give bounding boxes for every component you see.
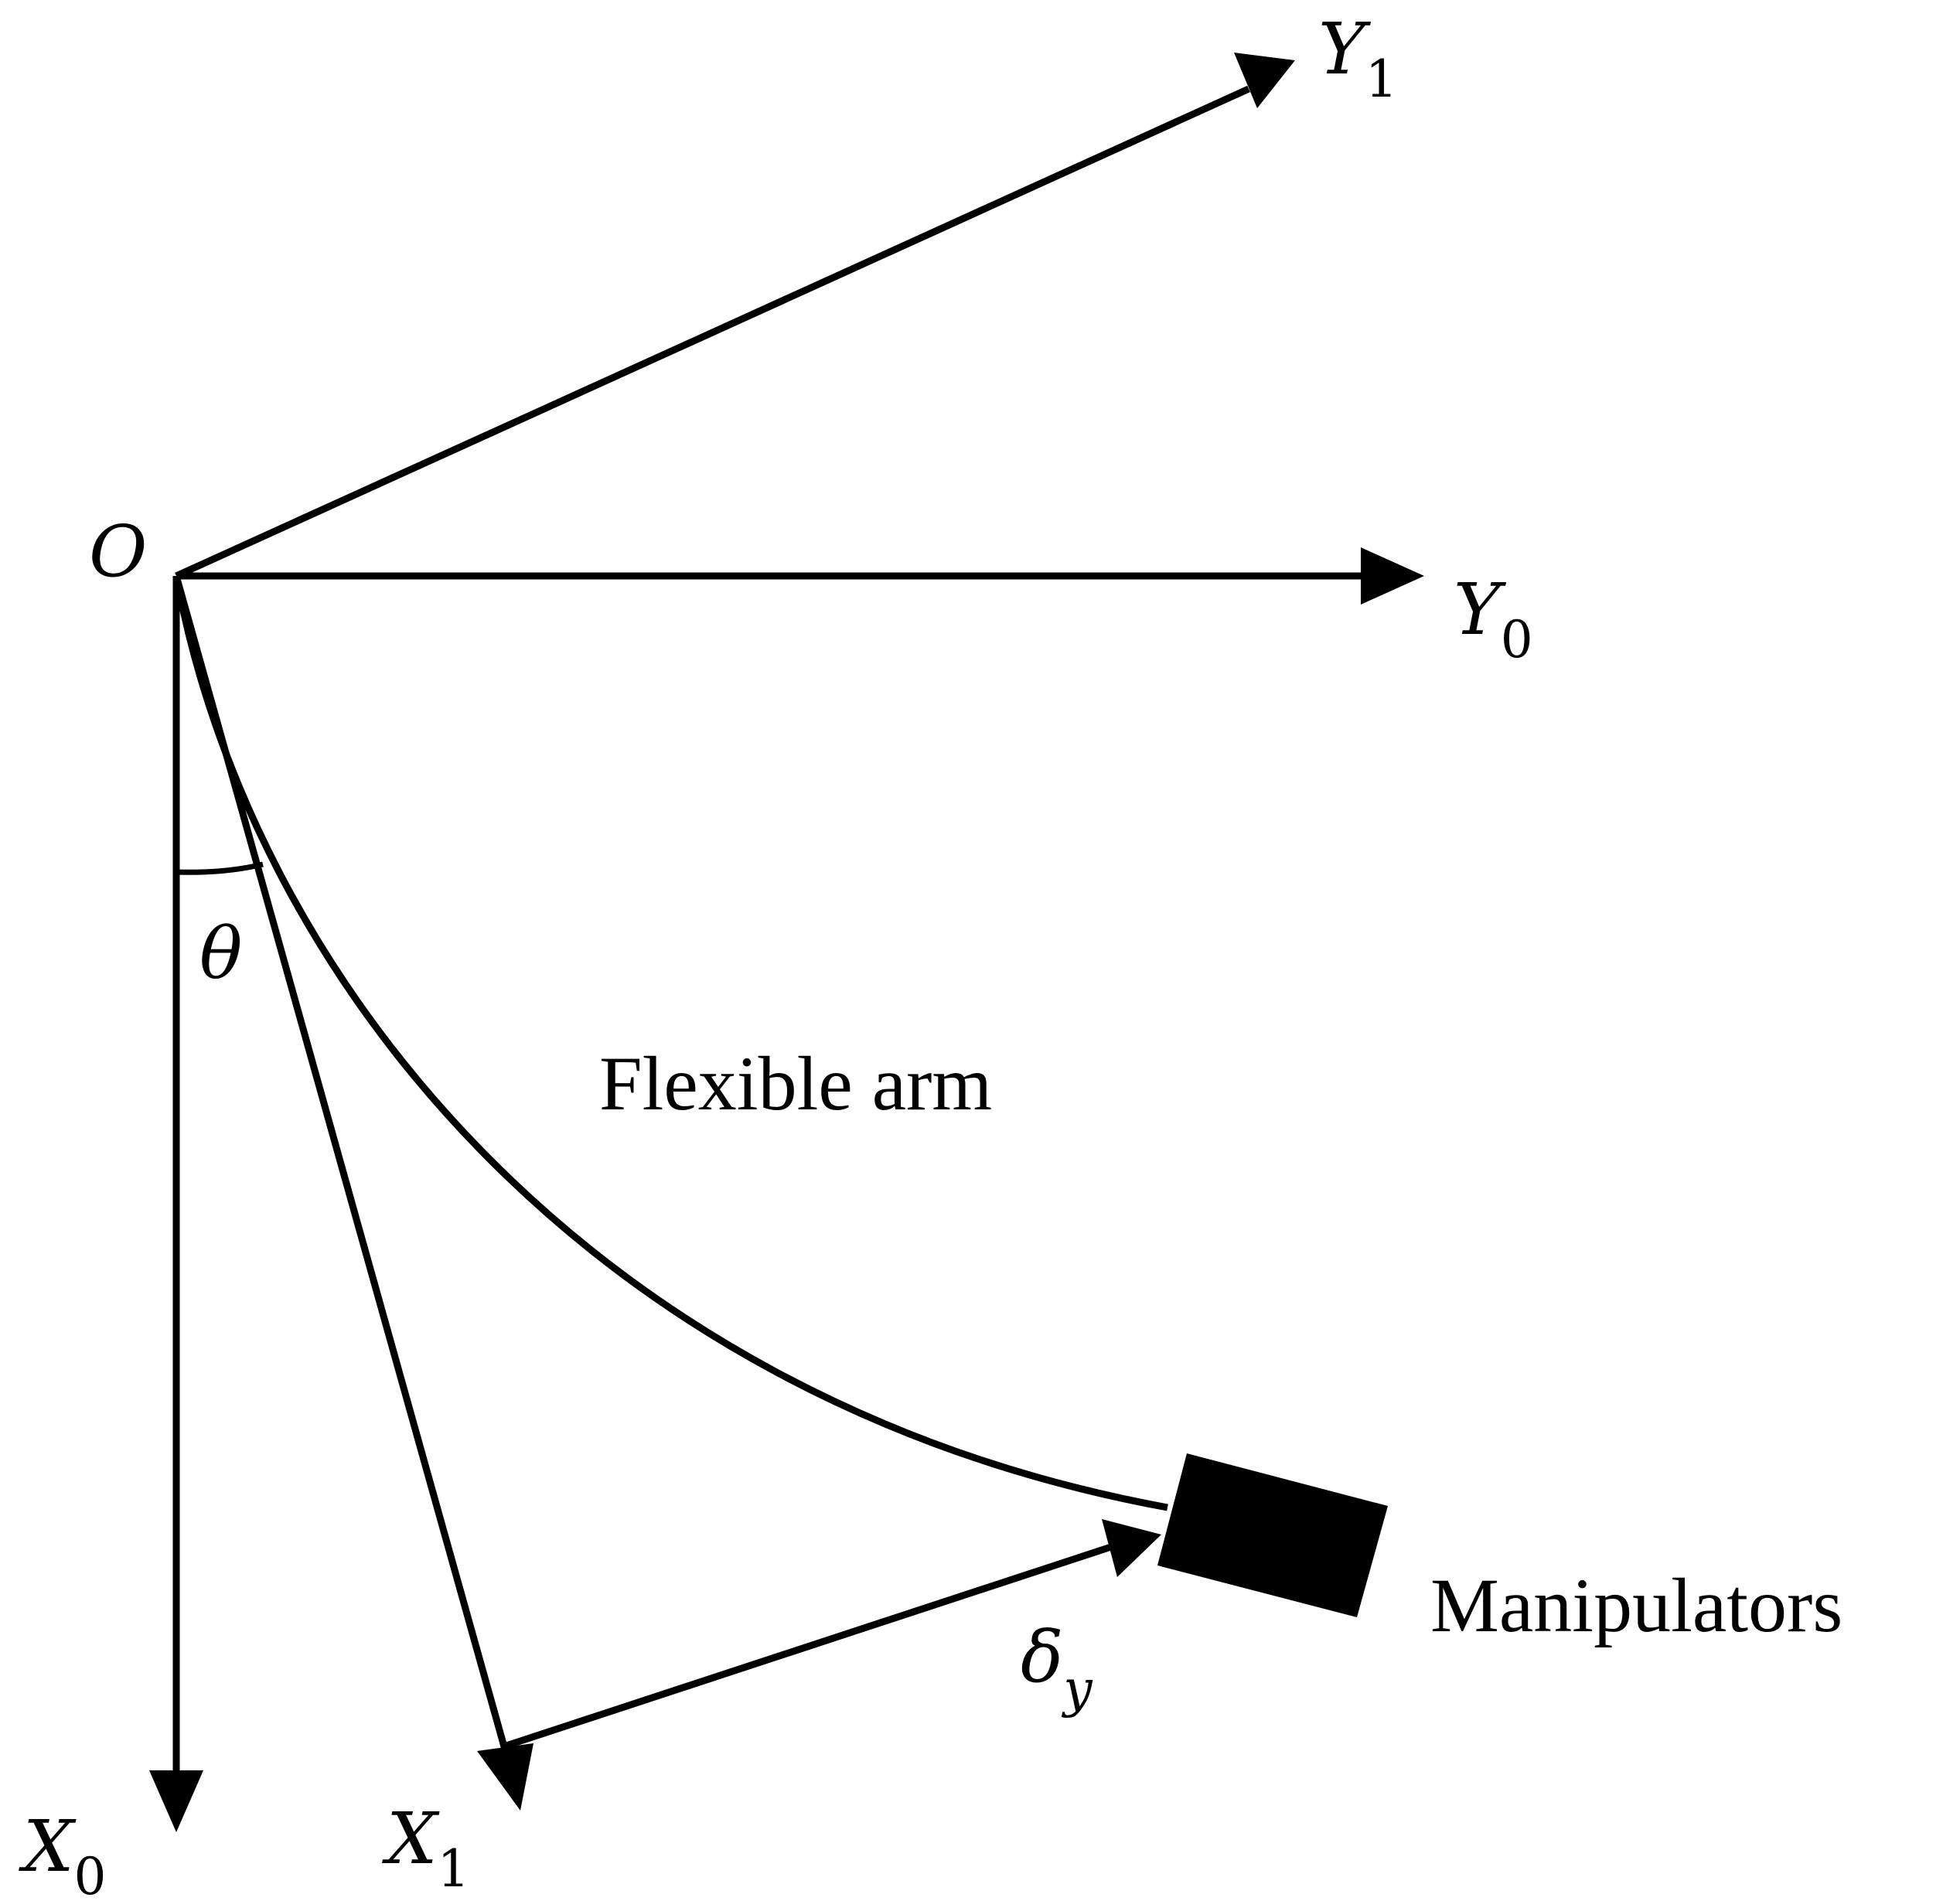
deflection-arrowhead <box>1102 1519 1161 1577</box>
y0-axis-label: Y0 <box>1454 568 1533 669</box>
theta-arc <box>176 861 264 875</box>
y1-axis-arrowhead <box>1234 53 1295 108</box>
manipulator-block <box>1157 1453 1388 1617</box>
x1-axis-label: X1 <box>382 1797 470 1899</box>
origin-label: O <box>89 510 147 593</box>
x1-axis-arrowhead <box>477 1743 533 1811</box>
y1-axis-line <box>175 85 1250 580</box>
y0-axis-arrowhead <box>1361 547 1424 605</box>
deflection-arrow-line <box>505 1542 1115 1749</box>
manipulators-label: Manipulators <box>1430 1562 1842 1648</box>
theta-label: θ <box>199 912 242 995</box>
deflection-label: δy <box>1021 1616 1092 1719</box>
flexible-arm-label: Flexible arm <box>599 1041 992 1126</box>
x0-axis-arrowhead <box>149 1770 203 1832</box>
flexible-arm-curve <box>172 575 1168 1511</box>
x0-axis-label: X0 <box>19 1805 107 1901</box>
y1-axis-label: Y1 <box>1318 8 1398 109</box>
